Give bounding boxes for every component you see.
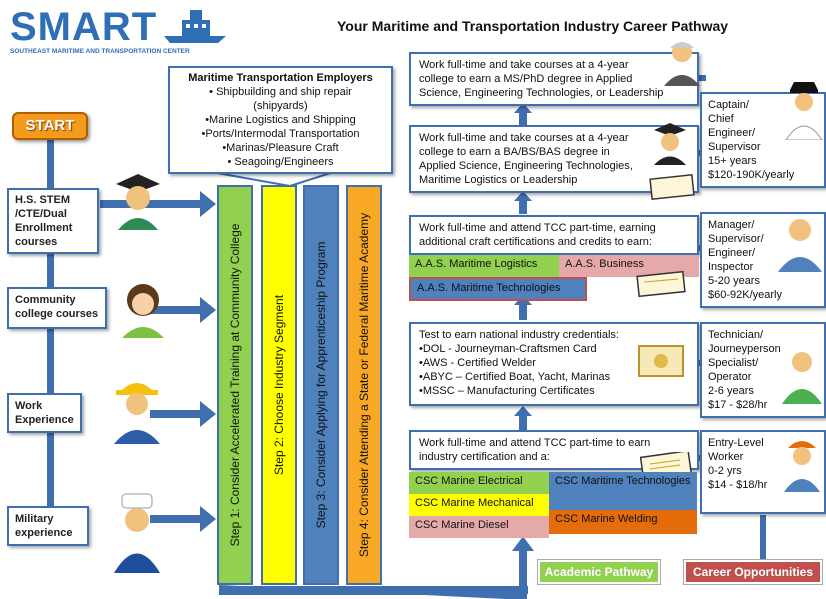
entry-military-experience: Military experience <box>7 506 89 546</box>
cert-maritime-technologies: CSC Maritime Technologies <box>549 472 697 510</box>
professor-icon <box>664 42 700 86</box>
step-4-bar: Step 4: Consider Attending a State or Fe… <box>346 185 382 585</box>
step-2-bar: Step 2: Choose Industry Segment <box>261 185 297 585</box>
certificate-icon <box>649 174 695 200</box>
level1-description: Work full-time and attend TCC part-time … <box>409 430 699 470</box>
entry-hs-stem: H.S. STEM /CTE/Dual Enrollment courses <box>7 188 99 254</box>
person-icon <box>122 284 164 338</box>
employers-callout: Maritime Transportation Employers • Ship… <box>168 66 393 174</box>
step-3-label: Step 3: Consider Applying for Apprentice… <box>314 241 328 529</box>
start-vertical-line <box>47 135 54 545</box>
step-4-label: Step 4: Consider Attending a State or Fe… <box>357 212 371 558</box>
ship-icon <box>164 10 226 43</box>
level5-masters: Work full-time and take courses at a 4-y… <box>409 52 699 106</box>
degree-aas-maritime-technologies: A.A.S. Maritime Technologies <box>409 277 587 301</box>
legend-career-opportunities: Career Opportunities <box>683 559 823 585</box>
sailor-icon <box>114 493 160 573</box>
career-captain: Captain/ Chief Engineer/ Supervisor 15+ … <box>700 92 826 188</box>
employers-item: •Marinas/Pleasure Craft <box>222 142 339 154</box>
level2-credentials: Test to earn national industry credentia… <box>409 322 699 406</box>
start-badge: START <box>12 112 88 140</box>
employers-item: • Seagoing/Engineers <box>227 156 334 168</box>
manager-icon <box>778 219 822 272</box>
entry-work-experience: Work Experience <box>7 393 82 433</box>
cert-marine-welding: CSC Marine Welding <box>549 510 697 534</box>
cert-marine-electrical: CSC Marine Electrical <box>409 472 549 494</box>
captain-icon <box>785 82 823 140</box>
level3-description: Work full-time and attend TCC part-time,… <box>409 215 699 255</box>
step-1-label: Step 1: Consider Accelerated Training at… <box>228 223 242 547</box>
legend-academic-pathway: Academic Pathway <box>537 559 661 585</box>
logo-text: SMART <box>10 5 158 49</box>
smart-logo: SMART SOUTHEAST MARITIME AND TRANSPORTAT… <box>10 5 226 64</box>
employers-item: •Ports/Intermodal Transportation <box>201 128 360 140</box>
hard-hat-worker-icon <box>114 383 160 444</box>
logo-subtitle: SOUTHEAST MARITIME AND TRANSPORTATION CE… <box>10 48 190 55</box>
degree-aas-business: A.A.S. Business <box>559 255 699 277</box>
entry-community-college: Community college courses <box>7 287 107 329</box>
employers-title: Maritime Transportation Employers <box>188 72 373 84</box>
degree-aas-maritime-logistics: A.A.S. Maritime Logistics <box>409 255 559 277</box>
employers-item: •Marine Logistics and Shipping <box>205 114 356 126</box>
certificate-icon <box>638 345 684 377</box>
step-3-bar: Step 3: Consider Applying for Apprentice… <box>303 185 339 585</box>
student-icon <box>116 174 160 230</box>
step-2-label: Step 2: Choose Industry Segment <box>272 294 286 476</box>
step-1-bar: Step 1: Consider Accelerated Training at… <box>217 185 253 585</box>
entry-arrows <box>100 191 216 532</box>
employers-item: • Shipbuilding and ship repair (shipyard… <box>209 86 352 112</box>
cert-marine-mechanical: CSC Marine Mechanical <box>409 494 549 516</box>
cert-marine-diesel: CSC Marine Diesel <box>409 516 549 538</box>
graduate-icon <box>654 123 686 165</box>
certificate-icon <box>636 270 686 298</box>
technician-icon <box>782 352 822 404</box>
entry-worker-icon <box>784 441 820 492</box>
page-title: Your Maritime and Transportation Industr… <box>337 18 729 34</box>
